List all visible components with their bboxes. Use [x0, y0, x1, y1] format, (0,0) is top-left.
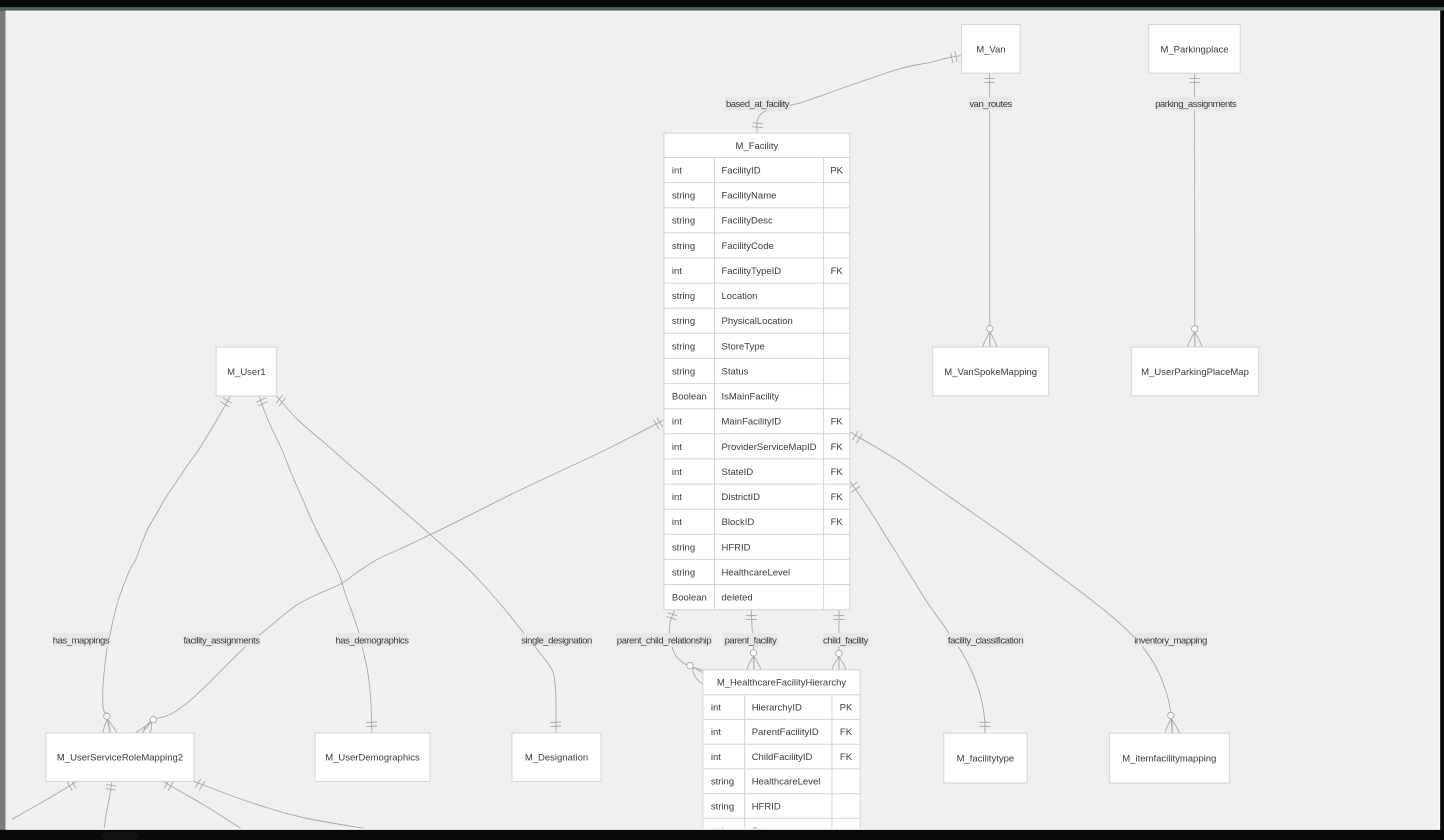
svg-text:int: int	[672, 417, 682, 428]
svg-text:M_VanSpokeMapping: M_VanSpokeMapping	[944, 367, 1037, 378]
svg-text:FK: FK	[831, 442, 844, 453]
svg-text:HealthcareLevel: HealthcareLevel	[722, 567, 791, 578]
svg-text:StateID: StateID	[722, 467, 754, 478]
svg-text:PK: PK	[830, 166, 843, 177]
svg-text:M_Parkingplace: M_Parkingplace	[1160, 44, 1228, 55]
svg-text:deleted: deleted	[722, 593, 753, 604]
svg-text:BlockID: BlockID	[722, 517, 755, 528]
svg-text:FacilityCode: FacilityCode	[722, 241, 774, 252]
svg-text:string: string	[672, 542, 695, 553]
svg-text:int: int	[672, 266, 682, 277]
svg-text:FK: FK	[840, 727, 853, 738]
svg-text:M_Van: M_Van	[976, 44, 1005, 55]
svg-text:FK: FK	[831, 517, 844, 528]
svg-text:M_UserParkingPlaceMap: M_UserParkingPlaceMap	[1141, 367, 1249, 378]
svg-text:IsMainFacility: IsMainFacility	[722, 392, 780, 403]
svg-text:child_facility: child_facility	[823, 635, 869, 646]
svg-text:FK: FK	[831, 467, 844, 478]
svg-text:M_UserDemographics: M_UserDemographics	[325, 753, 420, 764]
svg-text:FK: FK	[831, 492, 844, 503]
svg-text:int: int	[711, 703, 721, 714]
svg-text:inventory_mapping: inventory_mapping	[1134, 635, 1207, 646]
svg-text:parking_assignments: parking_assignments	[1155, 99, 1237, 110]
svg-text:int: int	[711, 727, 721, 738]
svg-text:HierarchyID: HierarchyID	[752, 703, 802, 714]
svg-text:has_demographics: has_demographics	[335, 635, 409, 646]
svg-text:Location: Location	[722, 291, 758, 302]
svg-text:Boolean: Boolean	[672, 392, 707, 403]
svg-text:facility_classification: facility_classification	[948, 635, 1023, 646]
svg-text:PhysicalLocation: PhysicalLocation	[722, 316, 793, 327]
svg-text:ChildFacilityID: ChildFacilityID	[752, 752, 813, 763]
svg-text:HFRID: HFRID	[752, 802, 781, 813]
svg-text:string: string	[672, 567, 695, 578]
svg-text:MainFacilityID: MainFacilityID	[722, 417, 782, 428]
svg-text:parent_facility: parent_facility	[725, 635, 778, 646]
svg-text:M_User1: M_User1	[227, 367, 266, 378]
svg-text:FacilityTypeID: FacilityTypeID	[722, 266, 782, 277]
svg-text:parent_child_relationship: parent_child_relationship	[617, 635, 712, 646]
svg-text:M_UserServiceRoleMapping2: M_UserServiceRoleMapping2	[57, 753, 183, 764]
svg-text:int: int	[672, 492, 682, 503]
svg-text:string: string	[672, 191, 695, 202]
svg-text:single_designation: single_designation	[521, 635, 592, 646]
svg-text:FK: FK	[840, 752, 853, 763]
svg-text:string: string	[672, 316, 695, 327]
svg-text:based_at_facility: based_at_facility	[726, 99, 790, 110]
svg-text:Boolean: Boolean	[672, 593, 707, 604]
svg-text:StoreType: StoreType	[722, 341, 765, 352]
svg-text:int: int	[672, 442, 682, 453]
svg-text:Status: Status	[722, 366, 749, 377]
svg-text:has_mappings: has_mappings	[53, 635, 110, 646]
svg-text:HealthcareLevel: HealthcareLevel	[752, 777, 821, 788]
svg-text:ProviderServiceMapID: ProviderServiceMapID	[722, 442, 817, 453]
svg-text:string: string	[672, 341, 695, 352]
svg-text:FK: FK	[831, 266, 844, 277]
svg-text:HFRID: HFRID	[722, 542, 751, 553]
svg-text:string: string	[672, 241, 695, 252]
svg-text:string: string	[672, 366, 695, 377]
svg-text:FacilityName: FacilityName	[722, 191, 777, 202]
svg-text:ParentFacilityID: ParentFacilityID	[752, 727, 819, 738]
svg-text:van_routes: van_routes	[969, 99, 1012, 110]
svg-text:string: string	[711, 777, 734, 788]
svg-text:int: int	[672, 166, 682, 177]
svg-text:DistrictID: DistrictID	[722, 492, 761, 503]
svg-text:PK: PK	[840, 703, 853, 714]
svg-text:FacilityDesc: FacilityDesc	[722, 216, 773, 227]
svg-text:int: int	[711, 752, 721, 763]
svg-text:M_Designation: M_Designation	[525, 753, 588, 764]
svg-text:int: int	[672, 467, 682, 478]
svg-text:string: string	[672, 216, 695, 227]
svg-text:facility_assignments: facility_assignments	[183, 635, 260, 646]
svg-text:FacilityID: FacilityID	[722, 166, 761, 177]
svg-text:M_HealthcareFacilityHierarchy: M_HealthcareFacilityHierarchy	[717, 678, 847, 689]
svg-text:FK: FK	[831, 417, 844, 428]
svg-text:M_facilitytype: M_facilitytype	[957, 754, 1015, 765]
svg-text:int: int	[672, 517, 682, 528]
svg-text:M_Facility: M_Facility	[736, 141, 779, 152]
svg-text:string: string	[711, 802, 734, 813]
svg-text:M_itemfacilitymapping: M_itemfacilitymapping	[1122, 754, 1216, 765]
svg-text:string: string	[672, 291, 695, 302]
